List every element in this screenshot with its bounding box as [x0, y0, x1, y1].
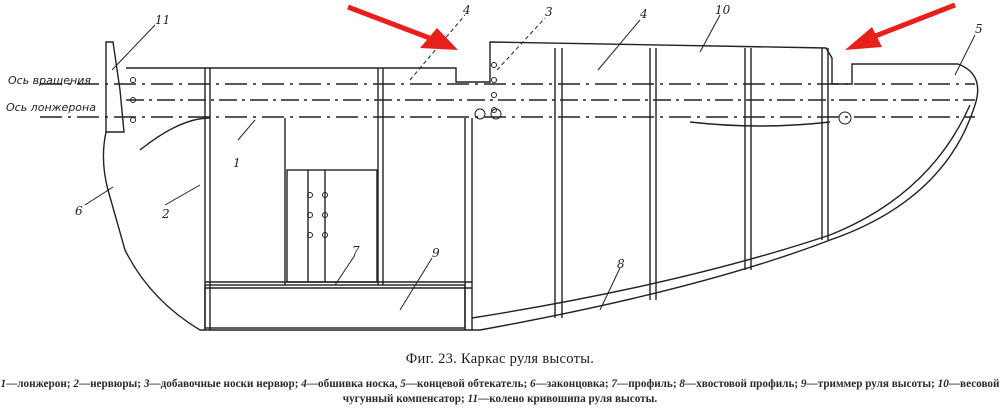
legend-num: 7 [611, 378, 618, 390]
callout-11: 11 [155, 13, 170, 27]
rotation-axis-label: Ось вращения [8, 74, 91, 87]
legend-text: —хвостовой профиль; [684, 378, 801, 390]
legend-num: 1 [0, 378, 7, 390]
callout-2: 2 [161, 207, 170, 221]
callout-7: 7 [352, 244, 360, 258]
figure-legend: 1—лонжерон; 2—нервюры; 3—добавочные носк… [0, 377, 1000, 407]
legend-num: 5 [400, 378, 406, 390]
legend-text: —концевой обтекатель; [405, 378, 531, 390]
legend-num: 4 [301, 378, 307, 390]
legend-num: 3 [143, 378, 150, 390]
legend-num: 11 [467, 393, 479, 405]
legend-text: —триммер руля высоты; [806, 378, 938, 390]
red-arrow-right-icon [845, 2, 956, 50]
legend-text: —нервюры; [78, 378, 144, 390]
callout-1: 1 [233, 156, 241, 170]
legend-text: —обшивка носка, [306, 378, 401, 390]
legend-num: 9 [800, 378, 807, 390]
callout-3: 3 [545, 5, 553, 19]
trim-tab [204, 284, 466, 329]
callout-10: 10 [715, 3, 731, 17]
spar-axis-label: Ось лонжерона [6, 101, 96, 114]
legend-text: —добавочные носки нервюр; [149, 378, 302, 390]
legend-num: 6 [530, 378, 536, 390]
elevator-frame-drawing: Ось вращения Ось лонжерона 11 1 2 6 4 3 … [6, 2, 983, 331]
callout-5: 5 [975, 22, 983, 36]
legend-num: 8 [679, 378, 685, 390]
callout-4b: 4 [639, 7, 648, 21]
legend-text: —законцовка; [535, 378, 612, 390]
outline [102, 41, 979, 331]
crank-part [105, 41, 125, 133]
figure-caption: Фиг. 23. Каркас руля высоты. [405, 351, 595, 367]
callout-6: 6 [75, 204, 83, 218]
legend-text: —весовой чугунный компенсатор; [342, 378, 1000, 405]
callout-4a: 4 [462, 3, 471, 17]
legend-text: —колено кривошипа руля высоты. [478, 393, 658, 405]
legend-text: —профиль; [617, 378, 680, 390]
callout-8: 8 [617, 257, 625, 271]
legend-num: 10 [937, 378, 949, 390]
legend-text: —лонжерон; [6, 378, 74, 390]
legend-num: 2 [73, 378, 79, 390]
callout-9: 9 [432, 246, 440, 260]
red-arrow-left-icon [347, 4, 458, 50]
